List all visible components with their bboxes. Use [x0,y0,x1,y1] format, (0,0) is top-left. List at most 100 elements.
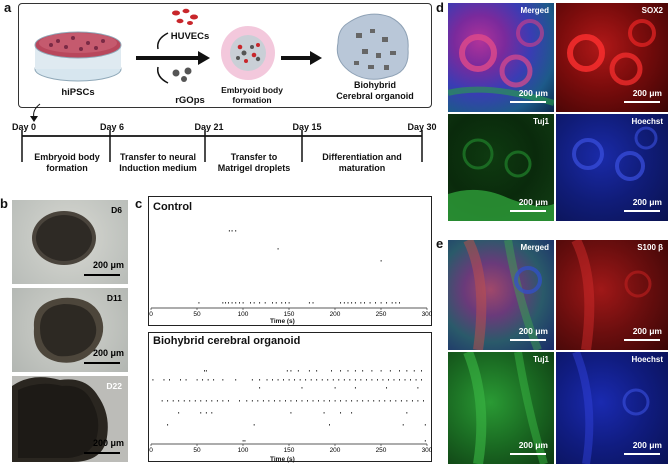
x-tick-label: 250 [376,311,387,318]
label-huvecs: HUVECs [170,31,210,42]
spike-mark [185,379,187,381]
spike-mark [299,379,301,381]
brightfield-d6: D6 200 μm [12,200,128,284]
spike-mark [312,400,314,402]
spike-mark [395,302,397,304]
image-title: Merged [520,243,549,252]
spike-mark [380,302,382,304]
spike-mark [273,400,275,402]
image-title: Tuj1 [533,355,549,364]
spike-mark [279,400,281,402]
spike-mark [253,424,255,426]
tissue-texture [571,240,652,350]
spike-mark [402,424,404,426]
spike-mark [362,400,364,402]
spike-mark [354,302,356,304]
spike-mark [351,412,353,414]
panel-c-label: c [135,196,143,211]
spike-mark [167,424,169,426]
tissue-texture [448,138,554,221]
spike-mark [340,370,342,372]
day-tag: D22 [106,381,122,391]
spike-mark [285,302,286,304]
x-tick-label: 100 [238,311,249,318]
spike-mark [178,412,180,414]
scale-label: 200 μm [92,438,124,448]
spike-mark [343,379,345,381]
spike-mark [380,260,382,262]
spike-mark [356,400,358,402]
timeline-day-6: Day 6 [99,122,125,132]
scale-bar [624,453,660,455]
x-tick-label: 300 [422,447,432,454]
spike-mark [345,400,347,402]
raster-biohybrid: Biohybrid cerebral organoid [148,332,432,462]
e-tuj1-image: Tuj1 200 μm [448,352,554,464]
spike-mark [228,230,230,232]
spike-mark [163,379,165,381]
scale-label: 200 μm [92,348,124,358]
spike-mark [371,370,373,372]
spike-mark [391,302,393,304]
spike-mark [386,387,388,389]
spike-mark [225,302,227,304]
spike-mark [251,379,253,381]
spike-mark [354,387,356,389]
spike-mark [259,379,261,381]
spike-mark [375,302,376,304]
spike-mark [277,248,279,250]
spike-mark [338,379,340,381]
panel-e-label: e [436,236,444,251]
spike-mark [417,387,419,389]
spike-mark [327,379,329,381]
spike-mark [360,379,362,381]
spike-mark [354,379,356,381]
spike-mark [235,230,237,232]
spike-mark [196,379,198,381]
spike-mark [340,302,342,304]
spike-mark [259,387,261,389]
spike-mark [371,379,373,381]
raster-control: Control [148,196,432,326]
spike-mark [161,400,163,402]
scale-bar [624,339,660,341]
tissue-texture [463,352,548,464]
spike-mark [369,302,371,304]
spike-mark [272,302,273,304]
spike-mark [389,400,391,402]
spike-mark [380,370,382,372]
scale-bar [510,101,546,103]
spike-mark [305,379,307,381]
stage-1: Embryoid body formation [34,152,100,173]
spike-mark [253,302,255,304]
tissue-texture [572,126,658,181]
spike-mark [395,400,397,402]
spike-mark [332,379,334,381]
spike-mark [415,379,417,381]
raster-xlabel: Time (s) [270,456,295,463]
organoid-d6-image [32,211,96,265]
spike-mark [310,379,312,381]
spike-mark [286,370,288,372]
spike-mark [288,302,290,304]
d-tuj1-image: Tuj1 200 μm [448,114,554,221]
spike-mark [178,400,180,402]
tissue-texture [448,19,554,106]
workflow-illustration [34,8,409,84]
label-hipscs: hiPSCs [61,87,95,98]
spike-mark [288,379,290,381]
spike-mark [384,400,386,402]
spike-mark [180,379,181,381]
spike-mark [399,370,400,372]
spike-mark [194,400,196,402]
spike-mark [308,302,310,304]
spike-mark [378,400,380,402]
spike-mark [268,400,270,402]
spike-mark [266,379,268,381]
spike-mark [205,412,207,414]
spike-mark [312,302,314,304]
spike-mark [424,424,426,426]
spike-mark [334,387,336,389]
spike-mark [239,302,240,304]
brightfield-d11: D11 200 μm [12,288,128,372]
